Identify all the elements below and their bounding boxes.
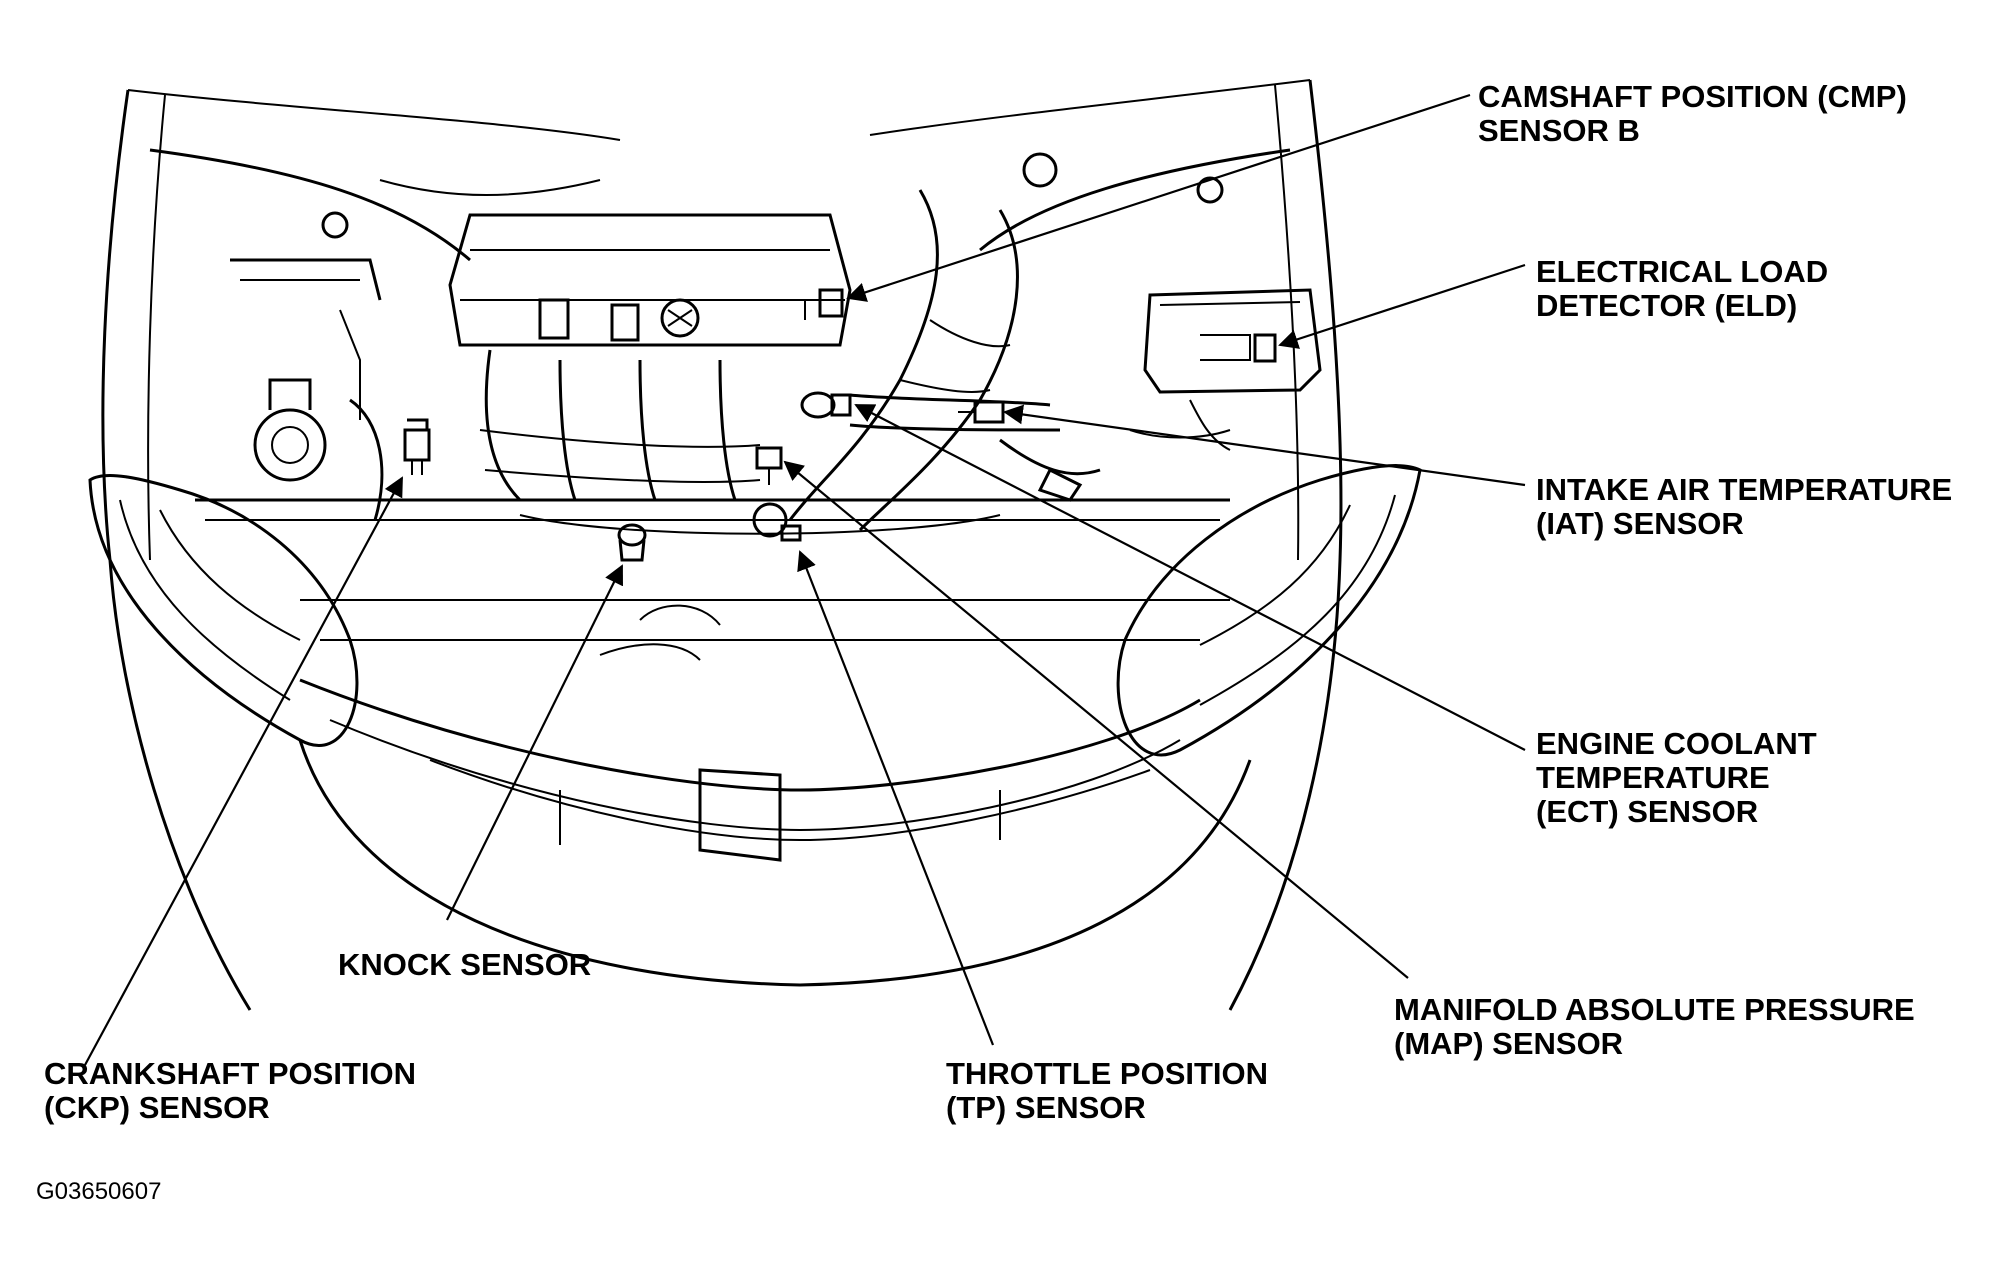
label-iat-line-1: INTAKE AIR TEMPERATURE <box>1536 472 1953 507</box>
figure-code: G03650607 <box>36 1178 162 1205</box>
sensor-ckp-part <box>403 418 431 475</box>
label-map-line-2: (MAP) SENSOR <box>1394 1026 1624 1061</box>
label-eld-line-2: DETECTOR (ELD) <box>1536 288 1798 323</box>
label-tp-line-1: THROTTLE POSITION <box>946 1056 1269 1091</box>
label-eld: ELECTRICAL LOAD DETECTOR (ELD) <box>1536 255 1828 323</box>
sensor-tp-part <box>752 502 802 542</box>
air-intake <box>788 189 1061 532</box>
label-ckp-line-2: (CKP) SENSOR <box>44 1090 270 1125</box>
label-tp-line-2: (TP) SENSOR <box>946 1090 1146 1125</box>
leader-knock <box>446 564 623 921</box>
headlights <box>88 464 1422 757</box>
label-map-line-1: MANIFOLD ABSOLUTE PRESSURE <box>1394 992 1915 1027</box>
sensor-cmp-part <box>804 288 844 320</box>
label-ckp-sensor: CRANKSHAFT POSITION (CKP) SENSOR <box>44 1057 416 1125</box>
label-iat-line-2: (IAT) SENSOR <box>1536 506 1744 541</box>
engine-block <box>448 213 852 502</box>
left-components <box>230 152 1224 521</box>
leader-ckp <box>84 476 403 1066</box>
label-cmp-line-2: SENSOR B <box>1478 113 1640 148</box>
front-bumper-grille <box>298 599 1252 987</box>
label-ect-line-3: (ECT) SENSOR <box>1536 794 1759 829</box>
leader-ect <box>854 404 1526 751</box>
leader-iat <box>1003 404 1526 487</box>
leader-tp <box>797 550 995 1046</box>
sensor-map-part <box>755 446 783 485</box>
sensor-ect-part <box>800 391 852 419</box>
label-ckp-line-1: CRANKSHAFT POSITION <box>44 1056 416 1091</box>
label-ect-line-2: TEMPERATURE <box>1536 760 1770 795</box>
fuse-box <box>1143 288 1322 394</box>
leader-eld <box>1278 263 1526 349</box>
label-cmp-line-1: CAMSHAFT POSITION (CMP) <box>1478 79 1907 114</box>
leader-lines <box>84 93 1526 1066</box>
label-ect-sensor: ENGINE COOLANT TEMPERATURE (ECT) SENSOR <box>1536 727 1817 829</box>
label-knock-sensor: KNOCK SENSOR <box>338 948 591 982</box>
label-eld-line-1: ELECTRICAL LOAD <box>1536 254 1829 289</box>
right-hoses <box>379 179 1231 502</box>
leader-cmp <box>846 93 1471 302</box>
radiator-support <box>149 148 1291 535</box>
label-map-sensor: MANIFOLD ABSOLUTE PRESSURE (MAP) SENSOR <box>1394 993 1915 1061</box>
label-tp-sensor: THROTTLE POSITION (TP) SENSOR <box>946 1057 1268 1125</box>
sensor-iat-part <box>958 400 1005 424</box>
label-knock-line-1: KNOCK SENSOR <box>338 947 592 982</box>
label-iat-sensor: INTAKE AIR TEMPERATURE (IAT) SENSOR <box>1536 473 1952 541</box>
body-outline <box>101 79 1343 1011</box>
label-ect-line-1: ENGINE COOLANT <box>1536 726 1817 761</box>
leader-map <box>783 460 1409 979</box>
sensor-knock-part <box>617 523 647 562</box>
label-cmp-sensor: CAMSHAFT POSITION (CMP) SENSOR B <box>1478 80 1907 148</box>
